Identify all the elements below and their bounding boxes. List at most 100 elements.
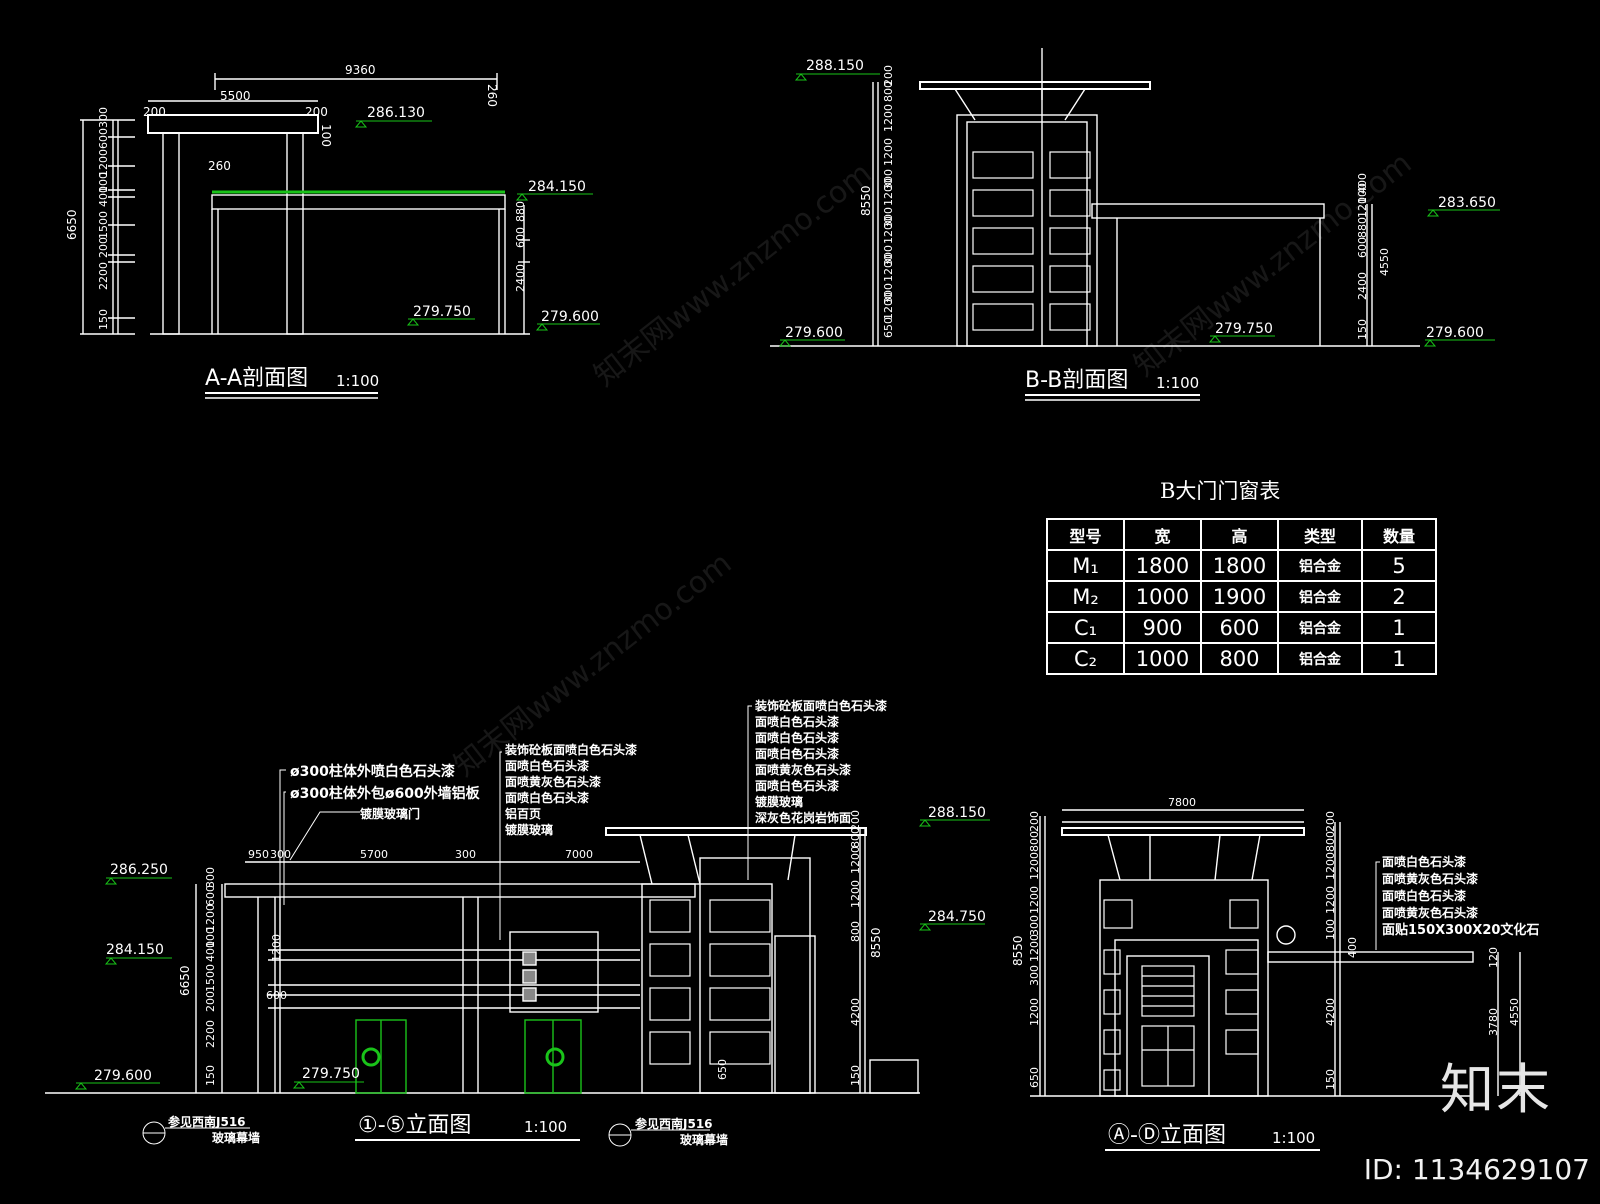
level-mark: 279.600: [74, 1068, 160, 1090]
level-mark: 279.750: [292, 1066, 364, 1089]
ad-dim-l3: 1200: [1028, 852, 1041, 880]
cell-type: 铝合金: [1277, 642, 1363, 675]
bb-scale: 1:100: [1156, 374, 1199, 392]
e15-dim-l10: 600: [266, 989, 287, 1002]
bb-dim-l5: 300: [882, 169, 895, 190]
door-table-title: B大门门窗表: [1160, 479, 1281, 503]
note-mid-2: 面喷黄灰色石头漆: [505, 774, 601, 789]
aa-dim-l7: 200: [97, 237, 110, 258]
elevation-a-d: [1030, 809, 1521, 1151]
aa-levels: 286.130 284.150 279.750 279.600: [354, 105, 600, 331]
ad-dim-r1: 200: [1324, 811, 1337, 832]
cell-model: M₂: [1046, 580, 1125, 613]
e15-dim-t5: 7000: [565, 848, 593, 861]
bb-dim-l2: 800: [882, 81, 895, 102]
ad-dim-r5: 100: [1324, 919, 1337, 940]
e15-dim-l1: 300: [204, 867, 217, 888]
e15-dim-6650: 6650: [178, 965, 192, 996]
bb-dim-l9: 300: [882, 245, 895, 266]
aa-dim-r3: 2400: [514, 264, 527, 292]
ad-dim-8550: 8550: [1011, 935, 1025, 966]
e15-dim-l5: 400: [204, 941, 217, 962]
e15-dim-l3: 1200: [204, 904, 217, 932]
bb-dim-l4: 1200: [882, 138, 895, 166]
note-ad-0: 面喷白色石头漆: [1382, 854, 1466, 869]
bb-labels: 8550 200 800 1200 1200 300 1200 300 1200…: [859, 65, 1391, 393]
aa-dim-6650: 6650: [65, 209, 79, 240]
col-header-qty: 数量: [1361, 518, 1437, 551]
cell-qty: 1: [1361, 611, 1437, 644]
aa-level-1: 286.130: [367, 105, 425, 121]
ad-dim-l2: 800: [1028, 831, 1041, 852]
note-tower-5: 面喷白色石头漆: [755, 778, 839, 793]
e15-dim-r8: 650: [716, 1059, 729, 1080]
bb-level-4: 279.750: [1215, 321, 1273, 337]
cell-type: 铝合金: [1277, 580, 1363, 613]
aa-dim-l4: 100: [97, 172, 110, 193]
col-header-height: 高: [1200, 518, 1279, 551]
ad-dim-l8: 1200: [1028, 998, 1041, 1026]
cell-width: 1000: [1123, 642, 1202, 675]
cell-model: C₂: [1046, 642, 1125, 675]
level-mark: 286.130: [354, 105, 432, 128]
bb-dim-r8: 150: [1356, 319, 1369, 340]
ad-dim-r9: 3780: [1487, 1008, 1500, 1036]
table-row: C₁ 900 600 铝合金 1: [1046, 611, 1437, 644]
level-mark: 288.150: [918, 805, 990, 827]
level-mark: 283.650: [1426, 195, 1500, 217]
e15-level-3: 279.600: [94, 1068, 152, 1084]
aa-level-4: 279.600: [541, 309, 599, 325]
note-tower-3: 面喷白色石头漆: [755, 746, 839, 761]
ad-notes: 面喷白色石头漆 面喷黄灰色石头漆 面喷白色石头漆 面喷黄灰色石头漆 面贴150X…: [1375, 854, 1539, 950]
bb-dim-l1: 200: [882, 65, 895, 86]
aa-dim-260a: 260: [485, 84, 499, 107]
e15-dim-l9: 150: [204, 1065, 217, 1086]
e15-level-1: 286.250: [110, 862, 168, 878]
table-row: M₁ 1800 1800 铝合金 5: [1046, 549, 1437, 582]
ad-dim-r10: 4550: [1508, 998, 1521, 1026]
cell-qty: 2: [1361, 580, 1437, 613]
bb-dim-r1: 120: [1356, 197, 1369, 218]
cell-type: 铝合金: [1277, 549, 1363, 582]
image-id: ID: 1134629107: [1363, 1153, 1590, 1186]
bb-dim-l8: 1200: [882, 216, 895, 244]
cell-height: 800: [1200, 642, 1279, 675]
elevation-1-5: [45, 827, 920, 1141]
level-mark: 279.750: [406, 304, 475, 326]
e15-dim-r6: 8550: [869, 927, 883, 958]
e15-dim-l6: 1500: [204, 964, 217, 992]
aa-labels: 9360 5500 200 200 260 260 100 6650 300 6…: [65, 63, 527, 391]
ad-dim-r6: 400: [1346, 937, 1359, 958]
ad-dim-l6: 1200: [1028, 934, 1041, 962]
level-mark: 279.600: [1423, 325, 1495, 347]
bb-dim-r4: 880: [1356, 217, 1369, 238]
bb-level-3: 279.600: [785, 325, 843, 341]
note-tower-1: 面喷白色石头漆: [755, 714, 839, 729]
e15-level-5: 288.150: [928, 805, 986, 821]
aa-dim-260b: 260: [208, 159, 231, 173]
aa-level-2: 284.150: [528, 179, 586, 195]
ad-scale: 1:100: [1272, 1129, 1315, 1147]
e15-dim-r1: 200: [849, 810, 862, 831]
e15-dim-r7: 4200: [849, 998, 862, 1026]
e15-dim-l4: 100: [204, 927, 217, 948]
cell-height: 1800: [1200, 549, 1279, 582]
e15-dim-t3: 5700: [360, 848, 388, 861]
aa-dim-l2: 600: [97, 128, 110, 149]
e15-dim-r5: 800: [849, 921, 862, 942]
bb-dim-l7: 300: [882, 207, 895, 228]
aa-dim-l9: 150: [97, 309, 110, 330]
e15-dim-l8: 2200: [204, 1020, 217, 1048]
cell-width: 1000: [1123, 580, 1202, 613]
e15-dim-r3: 1200: [849, 846, 862, 874]
bb-dim-l10: 1200: [882, 254, 895, 282]
aa-dim-200a: 200: [143, 105, 166, 119]
section-bb: [770, 48, 1420, 401]
e15-dim-l11: 1200: [270, 934, 283, 962]
ad-dim-r3: 1200: [1324, 852, 1337, 880]
cell-height: 600: [1200, 611, 1279, 644]
aa-dim-l1: 300: [97, 107, 110, 128]
e15-dim-r4: 1200: [849, 880, 862, 908]
e15-dim-t4: 300: [455, 848, 476, 861]
